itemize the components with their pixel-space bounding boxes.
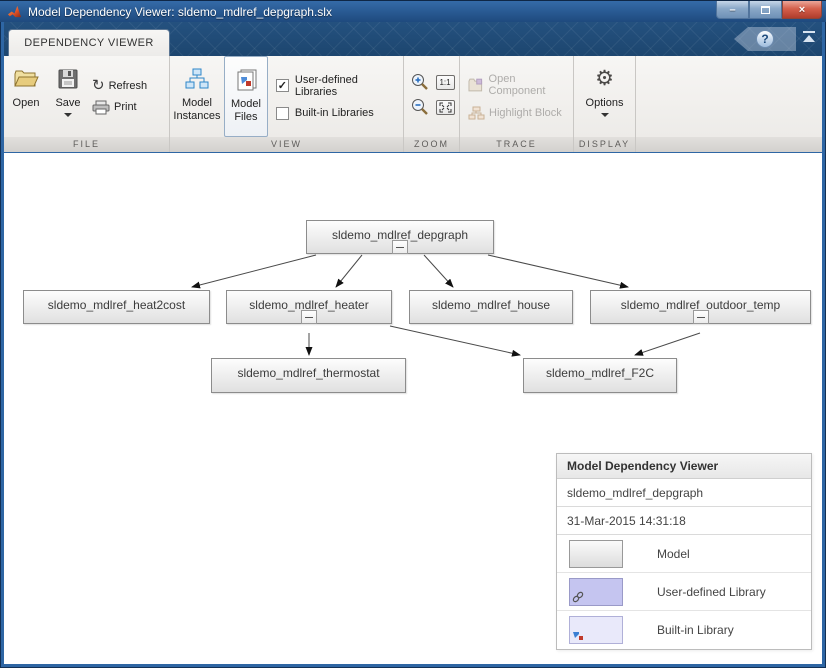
maximize-button[interactable] bbox=[749, 1, 782, 19]
graph-node-depgraph[interactable]: sldemo_mdlref_depgraph bbox=[306, 220, 494, 254]
graph-node-label: sldemo_mdlref_depgraph bbox=[331, 228, 469, 242]
edge-outdoor_temp-to-F2C bbox=[634, 332, 701, 356]
builtin-library-icon bbox=[573, 632, 583, 640]
model-files-icon bbox=[234, 65, 258, 95]
section-zoom: 1:1 bbox=[404, 56, 460, 152]
matlab-icon bbox=[7, 5, 22, 17]
refresh-button[interactable]: ↻ Refresh bbox=[92, 76, 148, 94]
graph-node-heat2cost[interactable]: sldemo_mdlref_heat2cost bbox=[23, 290, 210, 324]
legend-panel: Model Dependency Viewer sldemo_mdlref_de… bbox=[556, 453, 812, 650]
collapse-button-outdoor_temp[interactable] bbox=[692, 310, 709, 324]
section-file: Open Save bbox=[4, 56, 170, 152]
fit-to-view-icon bbox=[435, 99, 455, 115]
section-label-zoom: ZOOM bbox=[404, 137, 459, 152]
user-defined-libraries-checkbox-icon: ✓ bbox=[275, 79, 289, 92]
built-in-libraries-checkbox-icon bbox=[275, 106, 289, 120]
graph-node-label: sldemo_mdlref_thermostat bbox=[237, 366, 380, 380]
graph-canvas[interactable]: Model Dependency Viewer sldemo_mdlref_de… bbox=[4, 153, 822, 664]
print-button[interactable]: Print bbox=[92, 100, 147, 115]
edge-heater-to-F2C bbox=[389, 325, 521, 357]
section-filler bbox=[636, 56, 822, 152]
graph-node-label: sldemo_mdlref_heater bbox=[249, 298, 369, 312]
collapse-ribbon-icon bbox=[803, 31, 815, 33]
legend-item-builtin-library: Built-in Library bbox=[557, 611, 811, 649]
close-button[interactable]: × bbox=[782, 1, 822, 19]
legend-title: Model Dependency Viewer bbox=[557, 454, 811, 479]
legend-model-name: sldemo_mdlref_depgraph bbox=[557, 479, 811, 507]
edge-depgraph-to-heater bbox=[335, 254, 363, 288]
gear-icon: ⚙ bbox=[595, 67, 614, 90]
collapse-button-heater[interactable] bbox=[301, 310, 317, 324]
options-button[interactable]: ⚙ Options bbox=[577, 56, 633, 137]
minus-icon bbox=[305, 316, 313, 318]
checkbox-user-defined-libraries[interactable]: ✓ User-defined Libraries bbox=[275, 73, 358, 98]
library-link-icon bbox=[572, 591, 584, 602]
edge-depgraph-to-heat2cost bbox=[191, 254, 317, 289]
graph-node-thermostat[interactable]: sldemo_mdlref_thermostat bbox=[211, 358, 406, 393]
window-controls: – × bbox=[716, 1, 822, 19]
collapse-button-depgraph[interactable] bbox=[392, 240, 408, 254]
zoom-out-icon bbox=[412, 99, 428, 115]
checkbox-built-in-libraries[interactable]: Built-in Libraries bbox=[275, 106, 403, 120]
edge-depgraph-to-house bbox=[423, 254, 454, 288]
section-view: Model Instances Model Files bbox=[170, 56, 404, 152]
builtin-library-swatch bbox=[569, 616, 623, 644]
open-folder-icon bbox=[13, 64, 39, 94]
help-button[interactable]: ? bbox=[756, 30, 774, 48]
minimize-button[interactable]: – bbox=[716, 1, 749, 19]
options-dropdown-caret bbox=[600, 113, 609, 117]
model-files-button[interactable]: Model Files bbox=[223, 56, 268, 137]
graph-node-label: sldemo_mdlref_outdoor_temp bbox=[620, 298, 781, 312]
print-icon bbox=[92, 100, 110, 114]
minus-icon bbox=[396, 246, 404, 248]
ribbon: Open Save bbox=[4, 56, 822, 152]
highlight-block-button: Highlight Block bbox=[468, 106, 573, 120]
open-component-button: Open Component bbox=[468, 73, 573, 97]
graph-node-label: sldemo_mdlref_house bbox=[431, 298, 551, 312]
open-button[interactable]: Open bbox=[4, 56, 48, 137]
collapse-ribbon-button[interactable] bbox=[802, 31, 816, 45]
tab-dependency-viewer[interactable]: DEPENDENCY VIEWER bbox=[8, 29, 170, 56]
highlight-block-icon bbox=[468, 106, 485, 120]
save-icon bbox=[57, 64, 79, 94]
model-instances-icon bbox=[185, 64, 209, 94]
one-to-one-icon: 1:1 bbox=[435, 74, 455, 90]
graph-node-F2C[interactable]: sldemo_mdlref_F2C bbox=[523, 358, 677, 393]
minus-icon bbox=[696, 316, 705, 318]
dependency-edges bbox=[191, 254, 701, 357]
legend-item-model: Model bbox=[557, 535, 811, 573]
zoom-in-button[interactable] bbox=[409, 71, 431, 93]
graph-node-label: sldemo_mdlref_heat2cost bbox=[47, 298, 186, 312]
refresh-icon: ↻ bbox=[92, 76, 105, 94]
titlebar: Model Dependency Viewer: sldemo_mdlref_d… bbox=[0, 0, 826, 22]
edge-depgraph-to-outdoor_temp bbox=[487, 254, 629, 289]
window-title: Model Dependency Viewer: sldemo_mdlref_d… bbox=[28, 4, 332, 19]
zoom-in-icon bbox=[412, 74, 428, 90]
legend-item-user-library: User-defined Library bbox=[557, 573, 811, 611]
help-chevron: ? bbox=[734, 27, 796, 51]
legend-timestamp: 31-Mar-2015 14:31:18 bbox=[557, 507, 811, 535]
zoom-fit-button[interactable] bbox=[434, 96, 456, 118]
graph-node-outdoor_temp[interactable]: sldemo_mdlref_outdoor_temp bbox=[590, 290, 811, 324]
section-trace: Open Component Highlight Block TRACE bbox=[460, 56, 574, 152]
graph-node-heater[interactable]: sldemo_mdlref_heater bbox=[226, 290, 392, 324]
section-label-view: VIEW bbox=[170, 137, 403, 152]
model-instances-button[interactable]: Model Instances bbox=[170, 56, 224, 137]
section-display: ⚙ Options DISPLAY bbox=[574, 56, 636, 152]
maximize-icon bbox=[761, 5, 770, 14]
section-label-display: DISPLAY bbox=[574, 137, 635, 152]
save-button[interactable]: Save bbox=[48, 56, 88, 137]
section-label-trace: TRACE bbox=[460, 137, 573, 152]
zoom-out-button[interactable] bbox=[409, 96, 431, 118]
user-library-swatch bbox=[569, 577, 623, 606]
model-swatch bbox=[569, 539, 623, 568]
save-dropdown-caret bbox=[64, 113, 72, 117]
zoom-one-to-one-button[interactable]: 1:1 bbox=[434, 71, 456, 93]
ribbon-tabstrip: DEPENDENCY VIEWER ? bbox=[4, 22, 822, 56]
section-label-file: FILE bbox=[4, 137, 169, 152]
graph-node-house[interactable]: sldemo_mdlref_house bbox=[409, 290, 573, 324]
open-component-icon bbox=[468, 78, 483, 92]
graph-node-label: sldemo_mdlref_F2C bbox=[545, 366, 655, 380]
